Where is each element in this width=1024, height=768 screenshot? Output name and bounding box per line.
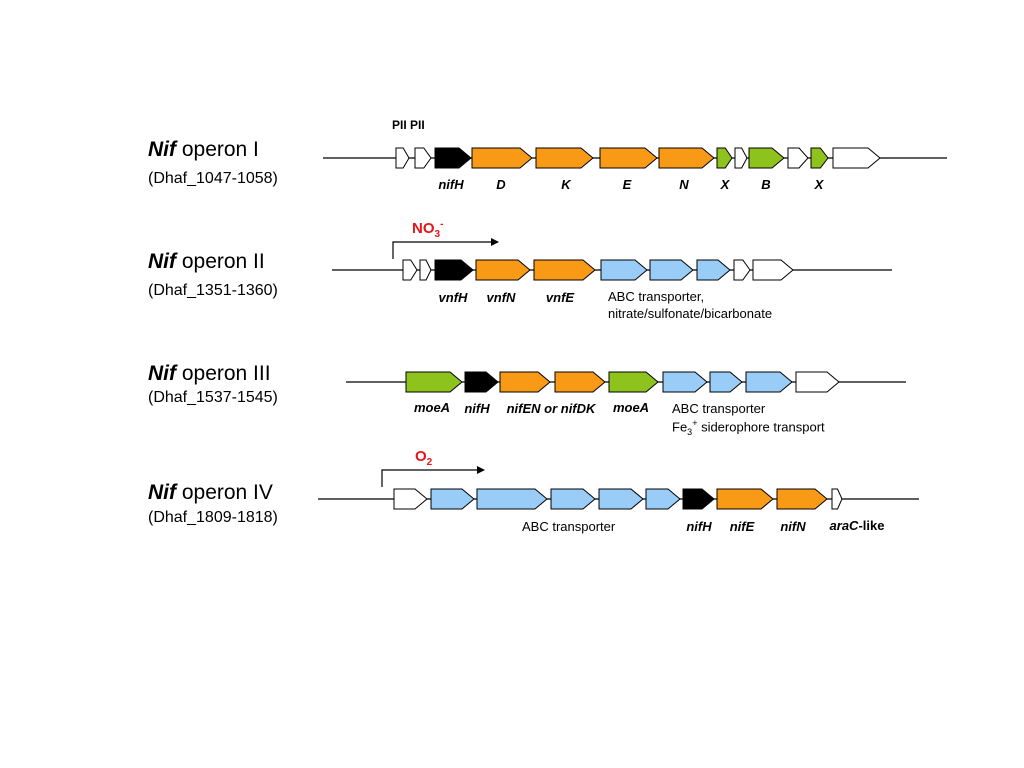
gene-label-D: D: [496, 177, 506, 192]
abc-transporter-label: ABC transporter: [672, 401, 766, 416]
gene-arrow-operon1-orange: [599, 147, 658, 169]
oxygen-regulator-label: O2: [415, 448, 433, 468]
gene-arrow-operon2-orange: [475, 259, 531, 281]
gene-label-X: X: [814, 177, 824, 192]
gene-label-E: E: [622, 177, 632, 192]
gene-arrow-operon3-orange: [499, 371, 551, 393]
pii-label: PII PII: [392, 118, 425, 132]
operon1-locus-range: (Dhaf_1047-1058): [148, 170, 278, 187]
gene-arrow-operon3-black: [464, 371, 499, 393]
gene-arrow-operon3-blue: [662, 371, 708, 393]
gene-label-nifE: nifE: [729, 519, 755, 534]
gene-arrow-operon3-blue: [745, 371, 793, 393]
gene-label-araC-like: araC-like: [829, 518, 885, 533]
gene-label-nifEN-or-nifDK: nifEN or nifDK: [506, 401, 596, 416]
gene-label-nifH: nifH: [438, 177, 464, 192]
gene-label-nifH: nifH: [464, 401, 490, 416]
gene-label-moeA: moeA: [612, 400, 650, 415]
gene-arrow-operon4-blue: [645, 488, 681, 510]
gene-arrow-operon1-white: [414, 147, 432, 169]
abc-transporter-substrate-label: nitrate/sulfonate/bicarbonate: [608, 306, 773, 321]
gene-arrow-operon2-blue: [649, 259, 694, 281]
gene-arrow-operon1-orange: [535, 147, 594, 169]
gene-arrow-operon2-white: [419, 259, 432, 281]
operon3-title: Nif operon III: [148, 362, 271, 385]
operon4-locus-range: (Dhaf_1809-1818): [148, 509, 278, 526]
nitrate-regulator-label: NO3-: [412, 219, 444, 240]
operon4-title: Nif operon IV: [148, 481, 273, 504]
gene-arrow-operon1-green: [810, 147, 829, 169]
operon2-locus-range: (Dhaf_1351-1360): [148, 282, 278, 299]
operon3-locus-range: (Dhaf_1537-1545): [148, 389, 278, 406]
gene-arrow-operon3-white: [795, 371, 840, 393]
gene-label-B: B: [761, 177, 771, 192]
gene-arrow-operon1-white: [734, 147, 748, 169]
abc-transporter-label: ABC transporter: [522, 519, 616, 534]
gene-arrow-operon2-blue: [600, 259, 648, 281]
gene-arrow-operon1-white: [787, 147, 809, 169]
gene-arrow-operon2-white: [402, 259, 418, 281]
gene-arrow-operon4-blue: [476, 488, 548, 510]
gene-arrow-operon2-blue: [696, 259, 731, 281]
gene-arrow-operon3-blue: [709, 371, 743, 393]
abc-transporter-label: ABC transporter,: [608, 289, 705, 304]
gene-arrow-operon1-black: [434, 147, 472, 169]
gene-arrow-operon1-orange: [471, 147, 533, 169]
gene-label-nifN: nifN: [780, 519, 806, 534]
gene-label-nifH: nifH: [686, 519, 712, 534]
gene-arrow-operon2-black: [434, 259, 474, 281]
gene-arrow-operon4-blue: [430, 488, 475, 510]
gene-label-vnfN: vnfN: [486, 290, 516, 305]
gene-label-vnfH: vnfH: [438, 290, 468, 305]
gene-label-moeA: moeA: [413, 400, 451, 415]
gene-arrow-operon3-orange: [554, 371, 606, 393]
gene-label-K: K: [561, 177, 571, 192]
gene-arrow-operon4-blue: [598, 488, 644, 510]
gene-arrow-operon4-white: [831, 488, 843, 510]
gene-arrow-operon3-green: [405, 371, 463, 393]
gene-arrow-operon2-white: [733, 259, 751, 281]
gene-arrow-operon4-orange: [716, 488, 774, 510]
operon2-promoter-arrow: [392, 238, 499, 259]
gene-arrow-operon2-orange: [533, 259, 596, 281]
gene-arrow-operon3-green: [608, 371, 659, 393]
gene-arrow-operon1-white: [832, 147, 881, 169]
gene-arrow-operon1-orange: [658, 147, 715, 169]
gene-arrow-operon4-blue: [550, 488, 596, 510]
gene-arrow-operon4-white: [393, 488, 428, 510]
operon1-title: Nif operon I: [148, 138, 259, 161]
gene-arrow-operon1-green: [716, 147, 733, 169]
gene-label-N: N: [679, 177, 689, 192]
gene-label-X: X: [720, 177, 730, 192]
gene-arrow-operon4-black: [682, 488, 715, 510]
gene-arrow-operon1-white: [395, 147, 410, 169]
siderophore-transport-label: Fe3+ siderophore transport: [672, 418, 825, 437]
gene-arrow-operon4-orange: [776, 488, 828, 510]
operon4-promoter-arrow: [381, 466, 485, 487]
gene-arrow-operon2-white: [752, 259, 794, 281]
gene-label-vnfE: vnfE: [545, 290, 575, 305]
operon2-title: Nif operon II: [148, 250, 265, 273]
gene-arrow-operon1-green: [748, 147, 785, 169]
